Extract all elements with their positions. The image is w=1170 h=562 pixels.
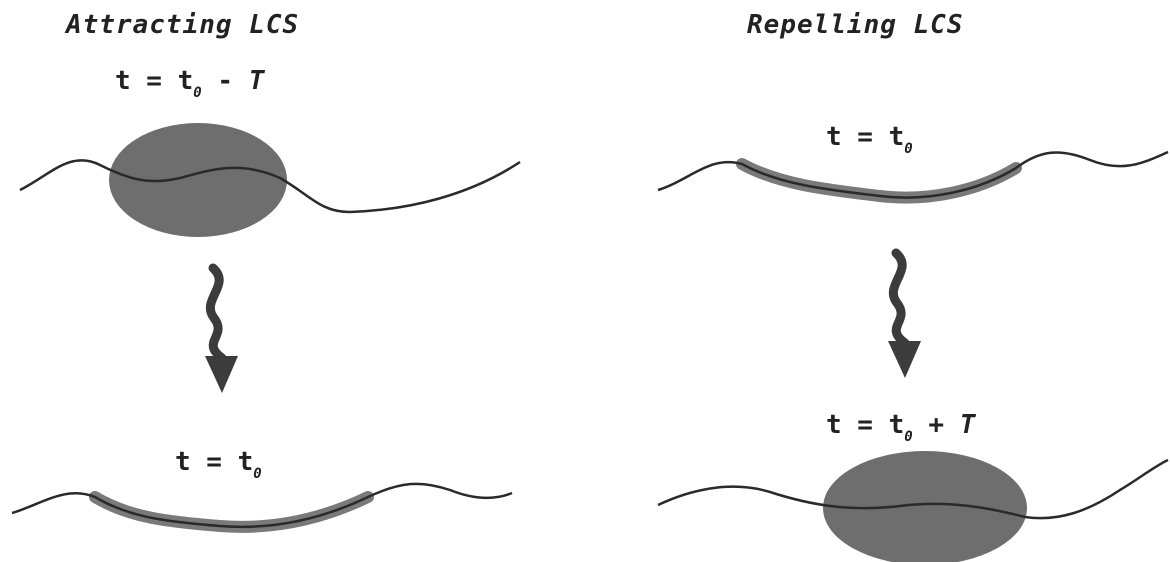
right-transition-arrowhead: [888, 341, 921, 378]
left-transition-arrowhead: [205, 356, 238, 393]
left-top-time-prefix: t = t: [115, 66, 193, 96]
right-top-time-prefix: t = t: [826, 122, 904, 152]
left-bottom-highlight: [95, 497, 368, 527]
right-bottom-blob: [823, 451, 1027, 562]
left-bottom-time-subscript: 0: [253, 466, 261, 482]
right-transition-arrow-shaft: [893, 253, 905, 343]
left-bottom-time-label: t = t0: [175, 447, 262, 482]
right-bottom-time-prefix: t = t: [826, 410, 904, 440]
left-transition-arrow-shaft: [210, 268, 222, 358]
right-top-curve: [658, 152, 1168, 198]
right-top-time-subscript: 0: [904, 141, 912, 157]
right-top-time-label: t = t0: [826, 122, 913, 157]
right-panel-title: Repelling LCS: [747, 10, 964, 40]
right-bottom-time-suffix: +: [913, 410, 960, 440]
right-bottom-time-label: t = t0 + T: [826, 410, 975, 445]
left-bottom-time-prefix: t = t: [175, 447, 253, 477]
right-bottom-time-subscript: 0: [904, 429, 912, 445]
left-top-time-suffix: -: [202, 66, 249, 96]
left-panel-title: Attracting LCS: [66, 10, 299, 40]
right-bottom-time-var: T: [960, 410, 976, 440]
left-top-time-var: T: [249, 66, 265, 96]
left-top-time-subscript: 0: [193, 85, 201, 101]
left-top-time-label: t = t0 - T: [115, 66, 264, 101]
